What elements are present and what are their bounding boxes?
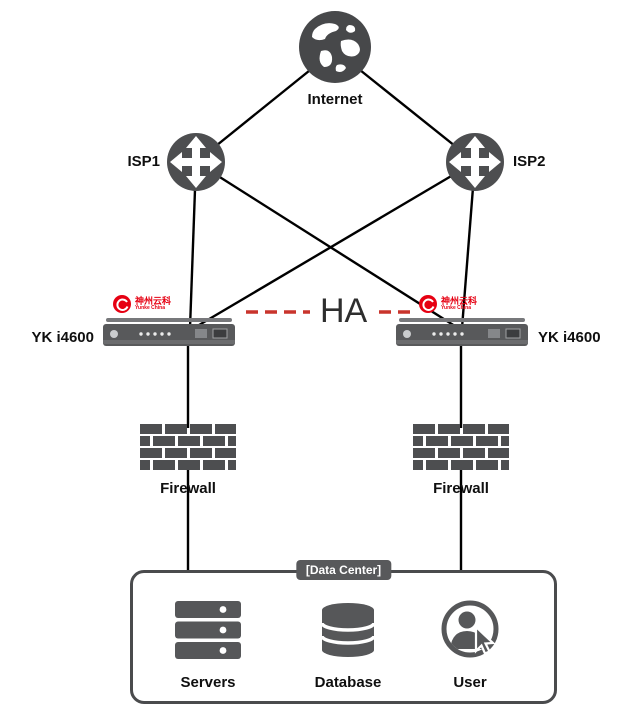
firewall-brick-icon <box>140 424 236 470</box>
globe-icon <box>299 11 371 83</box>
servers-icon <box>175 601 241 659</box>
isp1-node <box>166 132 226 192</box>
device-left-node <box>103 318 235 346</box>
servers-label: Servers <box>180 674 236 691</box>
vendor-logo-right: 神州云科 Yunke China <box>418 294 477 314</box>
database-icon <box>320 603 376 657</box>
edge-isp1-device-right <box>195 160 459 330</box>
firewall-left-label: Firewall <box>160 480 216 497</box>
user-node <box>440 599 500 659</box>
vendor-subtitle: Yunke China <box>135 305 166 312</box>
edge-isp2-device-left <box>193 160 476 330</box>
appliance-icon <box>103 318 235 346</box>
yunke-swirl-icon <box>419 295 437 313</box>
database-node <box>320 601 376 659</box>
user-label: User <box>453 674 487 691</box>
vendor-subtitle: Yunke China <box>441 305 472 312</box>
vendor-title: 神州云科 <box>135 295 172 306</box>
appliance-icon <box>396 318 528 346</box>
database-label: Database <box>314 674 382 691</box>
internet-label: Internet <box>307 91 363 108</box>
yunke-swirl-icon <box>113 295 131 313</box>
datacenter-badge: [Data Center] <box>295 560 392 580</box>
device-right-label: YK i4600 <box>538 329 601 346</box>
firewall-brick-icon <box>413 424 509 470</box>
user-icon <box>441 600 499 658</box>
vendor-title: 神州云科 <box>441 295 478 306</box>
isp1-label: ISP1 <box>127 153 160 170</box>
isp2-label: ISP2 <box>513 153 546 170</box>
isp2-node <box>445 132 505 192</box>
internet-node <box>297 9 373 85</box>
servers-node <box>175 601 241 659</box>
datacenter-container: [Data Center] Servers Database <box>130 560 557 704</box>
vendor-logo-left: 神州云科 Yunke China <box>112 294 171 314</box>
firewall-left-node <box>140 424 236 470</box>
device-left-label: YK i4600 <box>31 329 94 346</box>
firewall-right-node <box>413 424 509 470</box>
ha-label: HA <box>310 294 378 328</box>
firewall-right-label: Firewall <box>433 480 489 497</box>
router-icon <box>446 133 504 191</box>
device-right-node <box>396 318 528 346</box>
router-icon <box>167 133 225 191</box>
